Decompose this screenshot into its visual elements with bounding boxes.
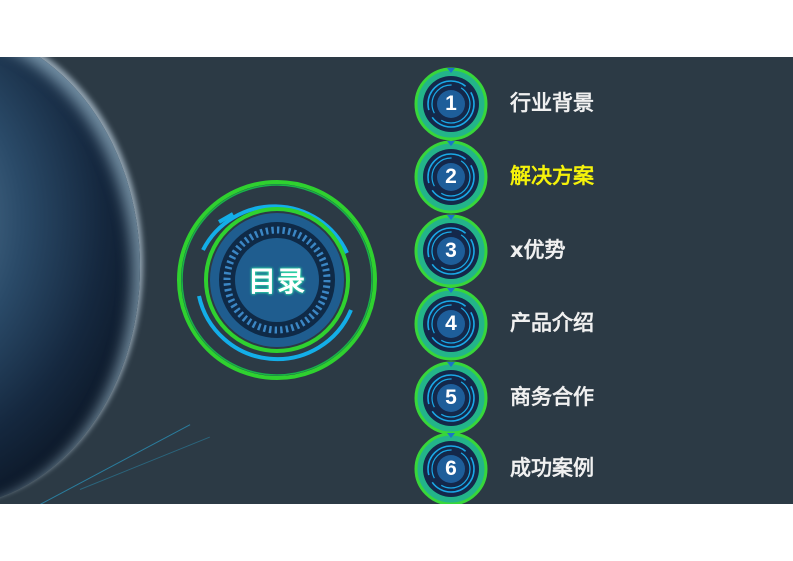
item-number: 4 [445, 312, 457, 335]
item-label: 行业背景 [510, 91, 594, 115]
toc-item-5[interactable]: 5 商务合作 [414, 361, 714, 435]
circle-badge-icon [414, 67, 488, 141]
toc-item-4[interactable]: 4 产品介绍 [414, 287, 714, 361]
circle-badge-icon [414, 287, 488, 361]
number-badge: 3 [414, 214, 488, 288]
item-number: 2 [445, 165, 457, 188]
toc-item-2[interactable]: 2 解决方案 [414, 140, 714, 214]
item-label: 成功案例 [510, 456, 594, 480]
target-rings-icon [177, 180, 377, 380]
item-number: 5 [445, 386, 457, 409]
number-badge: 2 [414, 140, 488, 214]
circle-badge-icon [414, 140, 488, 214]
item-label: 产品介绍 [510, 311, 594, 335]
toc-emblem: 目录 [175, 178, 379, 382]
toc-item-3[interactable]: 3 x优势 [414, 214, 714, 288]
toc-item-1[interactable]: 1 行业背景 [414, 67, 714, 141]
number-badge: 6 [414, 432, 488, 504]
earth-image [0, 57, 140, 504]
item-number: 1 [445, 92, 457, 115]
circle-badge-icon [414, 432, 488, 504]
number-badge: 4 [414, 287, 488, 361]
toc-title: 目录 [247, 265, 306, 298]
item-number: 6 [445, 457, 457, 480]
toc-item-6[interactable]: 6 成功案例 [414, 432, 714, 504]
decorative-line [79, 436, 210, 490]
slide: 目录 1 行业背景 2 解决方案 3 x优势 4 产品介绍 5 [0, 57, 793, 504]
number-badge: 1 [414, 67, 488, 141]
circle-badge-icon [414, 361, 488, 435]
circle-badge-icon [414, 214, 488, 288]
item-label-active: 解决方案 [510, 164, 594, 188]
number-badge: 5 [414, 361, 488, 435]
item-number: 3 [445, 239, 457, 262]
item-label: x优势 [510, 238, 566, 262]
item-label: 商务合作 [510, 385, 594, 409]
